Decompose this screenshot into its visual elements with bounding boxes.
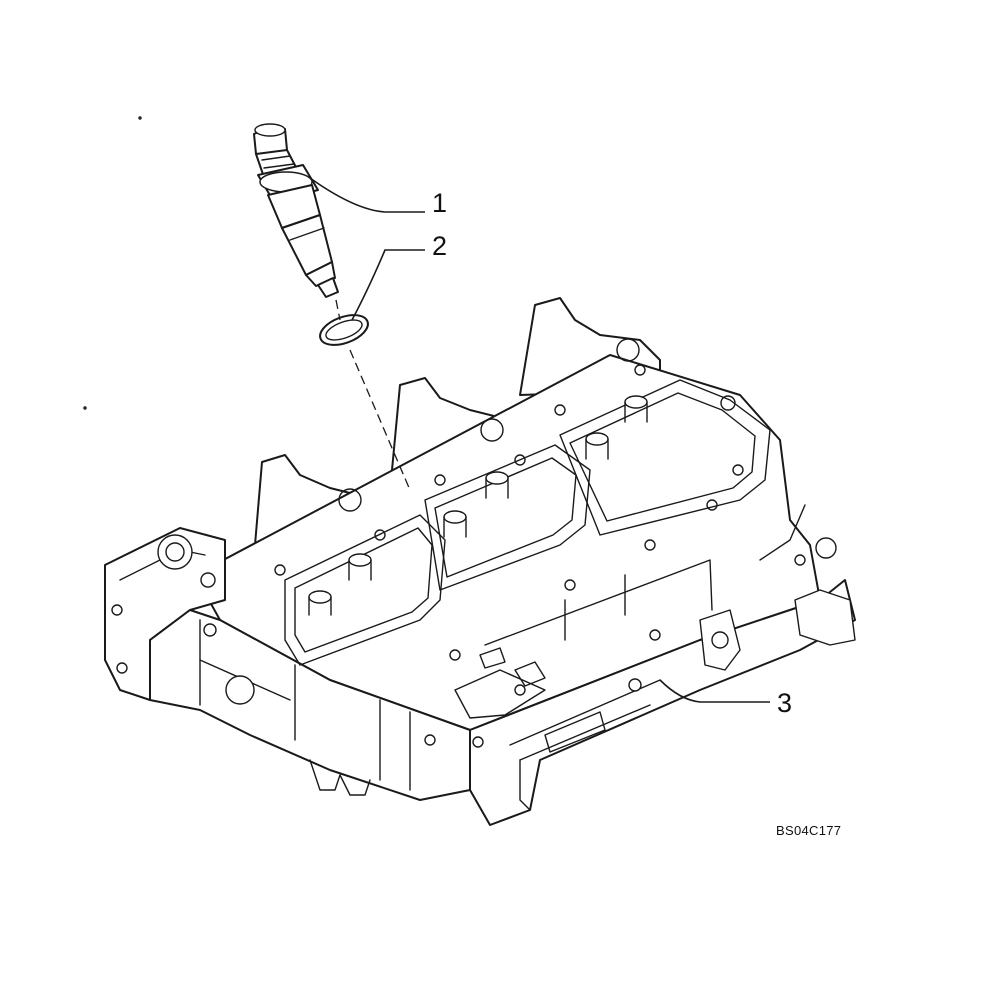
reference-code: BS04C177: [776, 823, 842, 838]
install-centerline: [335, 299, 411, 491]
bolt-holes: [200, 338, 806, 748]
valve-bosses: [308, 395, 648, 616]
callout-number-3: 3: [777, 688, 793, 718]
leader-line-3: [659, 679, 770, 703]
callout-number-1: 1: [432, 188, 448, 218]
leader-line-2: [351, 249, 425, 321]
callout-number-2: 2: [432, 231, 448, 261]
cylinder-head: [104, 297, 856, 826]
seal-ring: [319, 314, 369, 346]
leader-line-1: [309, 177, 425, 213]
injector: [253, 123, 339, 298]
